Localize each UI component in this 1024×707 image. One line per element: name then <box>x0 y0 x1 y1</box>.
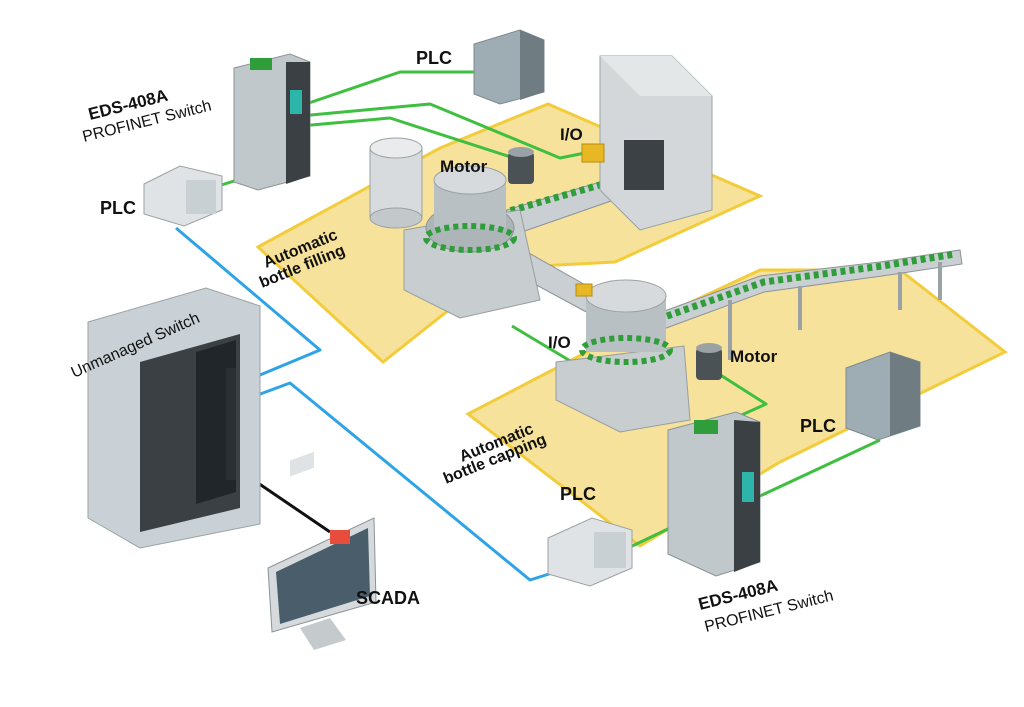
eds408a-switch-top <box>233 53 311 191</box>
unmanaged-switch-enclosure <box>87 287 261 549</box>
label-plc-right: PLC <box>800 416 836 436</box>
link-switch-plc-right <box>759 438 881 498</box>
label-motor-bottom: Motor <box>730 347 778 366</box>
label-scada: SCADA <box>356 588 420 608</box>
motor-top <box>508 147 534 184</box>
link-switch-plc-top <box>299 70 500 108</box>
link-plc-top-unmanaged <box>175 226 322 387</box>
plc-top-left <box>143 165 223 227</box>
plc-right <box>845 351 921 441</box>
label-plc-top-center: PLC <box>416 48 452 68</box>
link-switch-motor-top <box>299 116 521 162</box>
liquid-tank <box>369 137 423 229</box>
motor-bottom <box>696 343 722 380</box>
label-motor-top: Motor <box>440 157 488 176</box>
label-plc-bottom: PLC <box>560 484 596 504</box>
plc-bottom <box>547 517 633 587</box>
labeling-machine <box>599 55 713 231</box>
link-switch-io-top <box>299 102 591 160</box>
io-module-bottom <box>575 283 593 297</box>
label-io-top: I/O <box>560 125 583 144</box>
filling-machine <box>403 165 541 319</box>
plc-top-center <box>473 29 545 105</box>
eds408a-switch-bottom <box>667 411 761 577</box>
label-plc-top-left: PLC <box>100 198 136 218</box>
link-plc-bottom-switch <box>627 526 671 550</box>
io-module-top <box>581 143 605 163</box>
scada-monitor <box>267 451 377 650</box>
capping-machine <box>555 279 691 433</box>
label-io-bottom: I/O <box>548 333 571 352</box>
conveyor-right <box>639 249 963 360</box>
